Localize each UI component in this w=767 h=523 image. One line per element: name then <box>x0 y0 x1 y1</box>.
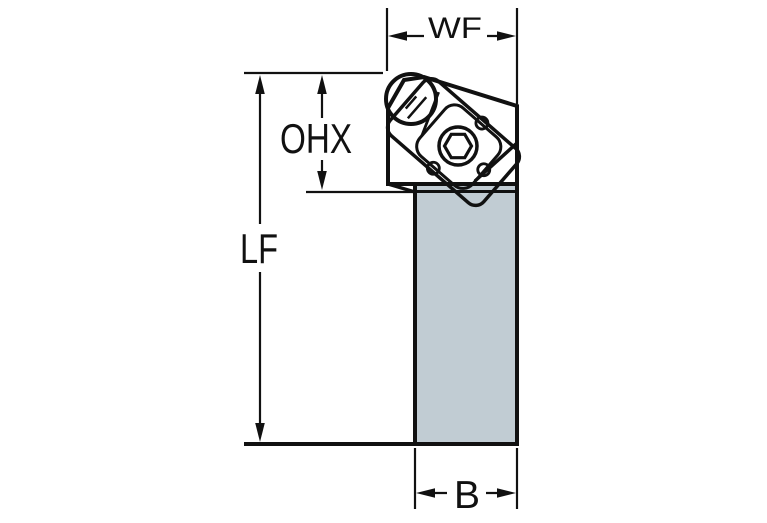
ohx-dimension: OHX <box>280 75 413 194</box>
clamp-assembly <box>385 76 522 208</box>
washer-lobe <box>425 160 441 176</box>
ohx-arrow-up <box>317 75 327 94</box>
head-chamfer-edge <box>387 182 416 194</box>
b-arrow-right <box>497 488 516 498</box>
lf-arrow-up <box>255 75 265 94</box>
washer-lobe <box>474 115 490 131</box>
b-dimension: B <box>413 448 519 517</box>
clamp-nose-ridge <box>406 96 428 120</box>
b-label: B <box>454 474 480 517</box>
ohx-arrow-down <box>317 171 327 190</box>
ohx-label: OHX <box>280 115 352 162</box>
wf-arrow-left <box>388 31 407 41</box>
clamp-step-edge <box>420 91 440 137</box>
clamp-screw <box>437 125 479 167</box>
hex-socket-icon <box>442 132 474 160</box>
lf-label: LF <box>240 225 278 272</box>
pocket-edge-line <box>473 141 519 183</box>
washer-lobe <box>476 162 492 178</box>
lf-arrow-down <box>255 423 265 442</box>
wf-arrow-right <box>497 31 516 41</box>
wf-label: WF <box>428 12 482 45</box>
shank-body <box>415 182 517 444</box>
lf-dimension: LF <box>240 75 278 442</box>
clamp-nose-ridge <box>404 95 418 110</box>
screw-washer <box>415 103 503 190</box>
b-arrow-left <box>416 488 435 498</box>
wf-dimension: WF <box>385 8 519 104</box>
clamp-body <box>385 76 522 208</box>
